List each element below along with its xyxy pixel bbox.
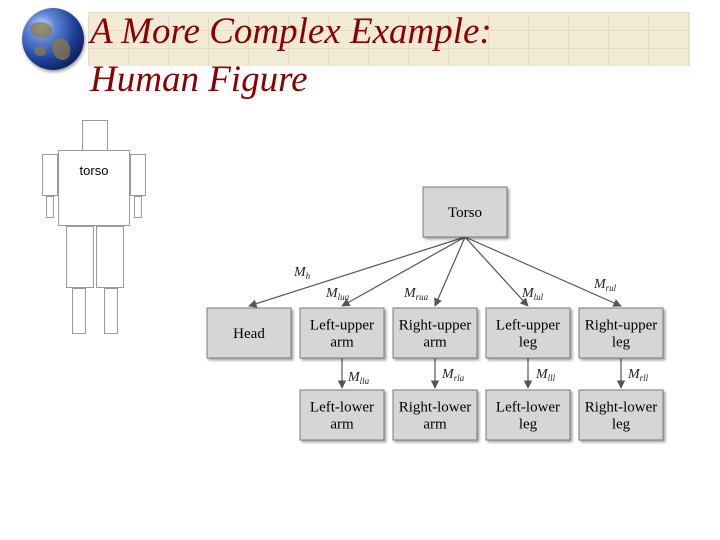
node-label: arm	[330, 335, 354, 351]
edge-right-upper-leg	[464, 236, 622, 307]
edge-label-left-lower-arm: Mlla	[347, 370, 370, 386]
globe-icon	[22, 8, 84, 70]
node-label: Left-upper	[496, 318, 560, 334]
node-label: leg	[612, 335, 631, 351]
node-label: Head	[233, 326, 265, 342]
figure-right-lower-leg	[104, 288, 118, 334]
figure-right-upper-arm	[130, 154, 146, 196]
figure-right-upper-leg	[96, 226, 124, 288]
edge-left-upper-leg	[464, 236, 529, 307]
figure-left-upper-leg	[66, 226, 94, 288]
torso-label: torso	[79, 163, 109, 178]
edge-label-right-lower-arm: Mrla	[441, 367, 465, 383]
node-label: Left-upper	[310, 318, 374, 334]
figure-head	[82, 120, 108, 152]
node-head: Head	[206, 307, 292, 359]
title-banner	[88, 12, 690, 66]
node-label: Right-lower	[585, 400, 658, 416]
nodes-layer: TorsoHeadLeft-upperarmRight-upperarmLeft…	[206, 186, 664, 441]
node-label: Torso	[448, 205, 482, 221]
edge-label-head: Mh	[293, 265, 311, 281]
edge-head	[248, 236, 466, 308]
edge-label-left-lower-leg: Mlll	[535, 367, 556, 383]
node-torso: Torso	[422, 186, 508, 238]
edge-left-upper-arm	[341, 236, 466, 307]
node-label: Right-upper	[585, 318, 658, 334]
figure-torso: torso	[58, 150, 130, 226]
node-label: Left-lower	[496, 400, 560, 416]
figure-left-lower-leg	[72, 288, 86, 334]
title-line-2: Human Figure	[90, 59, 308, 100]
node-label: arm	[330, 417, 354, 433]
node-label: arm	[423, 335, 447, 351]
figure-right-lower-arm	[134, 196, 142, 218]
node-label: arm	[423, 417, 447, 433]
node-label: leg	[519, 417, 538, 433]
node-label: leg	[612, 417, 631, 433]
figure-left-lower-arm	[46, 196, 54, 218]
page-title: A More Complex Example: Human Figure	[90, 8, 492, 104]
node-label: Right-lower	[399, 400, 472, 416]
node-label: Right-upper	[399, 318, 472, 334]
edge-label-left-upper-leg: Mlul	[521, 286, 544, 302]
edge-label-right-lower-leg: Mrll	[627, 367, 649, 383]
title-line-1: A More Complex Example:	[90, 11, 492, 52]
figure-left-upper-arm	[42, 154, 58, 196]
edge-label-right-upper-leg: Mrul	[593, 277, 617, 293]
node-label: leg	[519, 335, 538, 351]
edge-right-upper-arm	[434, 236, 466, 307]
node-label: Left-lower	[310, 400, 374, 416]
edge-label-left-upper-arm: Mlua	[325, 286, 350, 302]
edge-label-right-upper-arm: Mrua	[403, 286, 429, 302]
